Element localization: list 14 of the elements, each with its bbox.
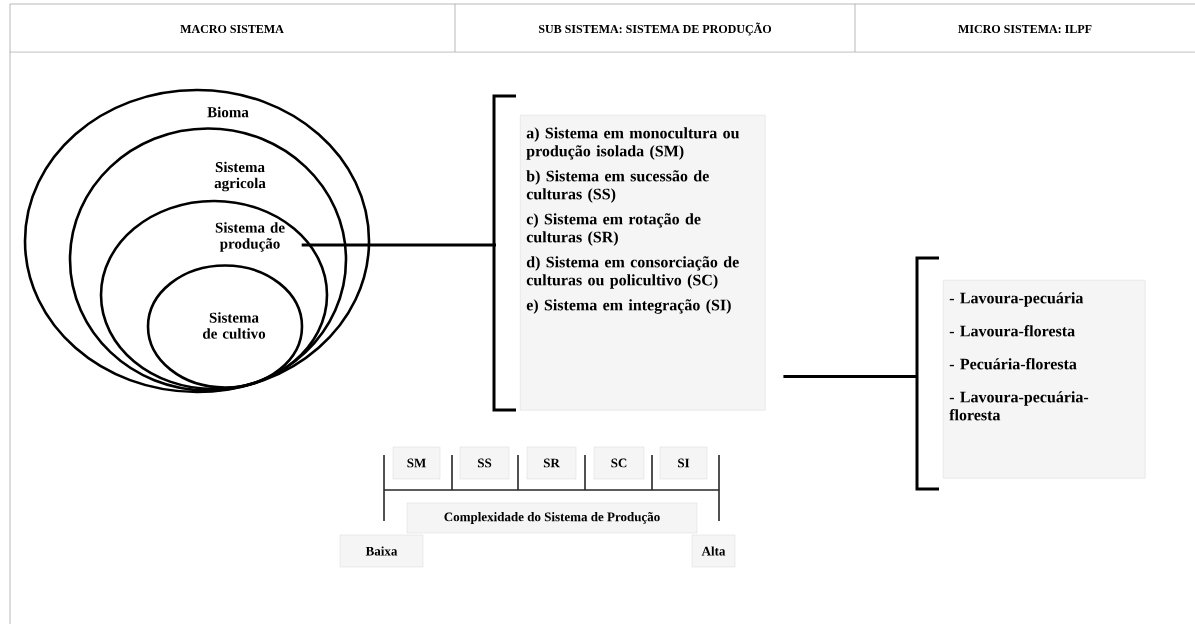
list-box: a) Sistema em monocultura ou produção isolada (SM) b) Sistema em sucessão de culturas (SS) c) Sistema em rotação de culturas (SR) d) Sistema em consorciação de culturas ou policultivo (SC) e) Sistema em integração (SI) — [520, 115, 766, 411]
header-cell: MICRO SISTEMA: ILPF — [958, 24, 1092, 34]
label-box: SS — [459, 446, 510, 480]
connector-line — [301, 243, 496, 247]
label-box: SR — [526, 446, 577, 480]
label-box: SI — [659, 446, 708, 480]
header-cell: MACRO SISTEMA — [180, 24, 284, 33]
label-box: SM — [392, 446, 441, 480]
list-box: - Lavoura-pecuária - Lavoura-floresta - Pecuária-floresta - Lavoura-pecuária-floresta — [943, 280, 1146, 479]
header-cell: SUB SISTEMA: SISTEMA DE PRODUÇÃO — [538, 22, 772, 36]
connector-line — [783, 374, 917, 378]
label-box: Alta — [691, 534, 736, 568]
label-box: SC — [593, 446, 645, 480]
label-box: Baixa — [339, 534, 424, 568]
